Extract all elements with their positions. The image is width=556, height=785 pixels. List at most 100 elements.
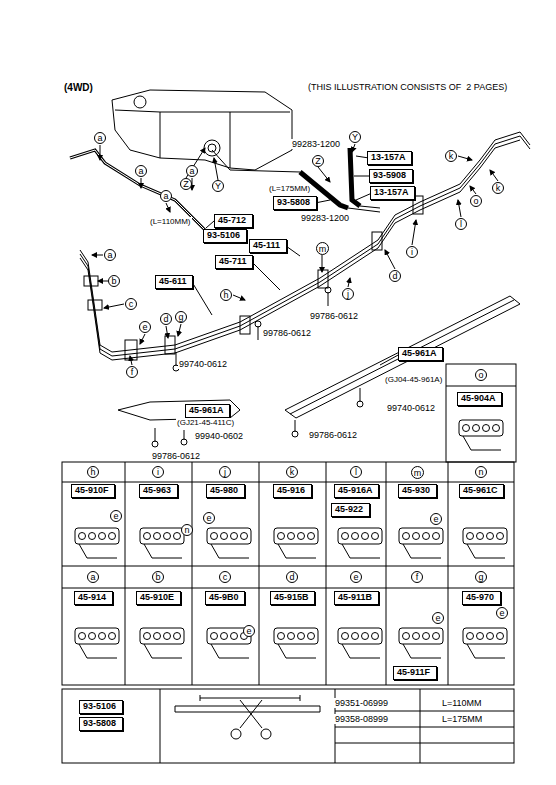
part-number-box: 93-5808 (79, 717, 123, 731)
part-number-box: 45-611 (155, 275, 193, 289)
part-number: 45-961A (189, 405, 224, 415)
part-number: 45-961A (402, 348, 437, 358)
callout-letter: f (411, 571, 423, 583)
callout-letter-text: k (290, 467, 295, 477)
part-number: 13-157A (371, 152, 406, 162)
callout-letter-text: g (178, 312, 183, 322)
callout-letter-text: a (163, 191, 168, 201)
part-number-box: 45-922 (331, 503, 370, 517)
part-number: 93-5808 (277, 197, 310, 207)
callout-letter: b (108, 275, 120, 287)
callout-letter-text: n (478, 467, 483, 477)
page-note: (THIS ILLUSTRATION CONSISTS OF 2 PAGES) (307, 82, 508, 92)
callout-letter: a (135, 165, 147, 177)
part-number: 45-914 (78, 592, 106, 602)
part-label: L=110MM (441, 698, 483, 708)
callout-letter-text: c (223, 572, 228, 582)
part-label: 99358-08999 (334, 714, 389, 724)
part-number-box: 45-980 (206, 484, 245, 498)
callout-letter: e (350, 571, 362, 583)
callout-letter-text: e (435, 613, 440, 623)
callout-letter: l (350, 466, 362, 478)
callout-letter-text: d (163, 314, 168, 324)
part-label: (GJ04-45-961A) (384, 375, 443, 385)
callout-letter-text: e (499, 608, 504, 618)
part-number-box: 45-915B (270, 591, 315, 605)
part-number: 45-916 (277, 485, 305, 495)
part-label: 99786-0612 (309, 311, 359, 321)
part-number-box: 45-961A (398, 347, 443, 361)
callout-letter-text: e (433, 514, 438, 524)
callout-letter: d (389, 270, 401, 282)
part-number: 45-930 (402, 485, 430, 495)
callout-letter: a (94, 132, 106, 144)
callout-letter-text: a (107, 250, 112, 260)
part-label: L=175MM (441, 714, 483, 724)
callout-letter: l (455, 218, 467, 230)
callout-letter-text: l (355, 467, 357, 477)
part-number: 13-157A (374, 187, 409, 197)
callout-letter-text: a (138, 166, 143, 176)
callout-letter-text: a (90, 572, 95, 582)
callout-letter-text: e (142, 322, 147, 332)
callout-letter: Y (349, 131, 361, 143)
part-number: 45-910F (75, 485, 109, 495)
callout-letter-text: j (347, 289, 349, 299)
part-number-box: 45-916A (334, 484, 379, 498)
part-number: 45-9B0 (209, 592, 239, 602)
part-number: 45-911F (397, 667, 430, 677)
part-label: 99283-1200 (291, 139, 341, 149)
callout-letter-text: i (157, 467, 159, 477)
callout-letter: c (125, 298, 137, 310)
callout-letter: g (475, 571, 487, 583)
part-label: 99740-0612 (386, 403, 436, 413)
part-number-box: 13-157A (370, 186, 415, 200)
callout-letter: Z (180, 178, 192, 190)
part-number: 45-711 (219, 256, 247, 266)
callout-letter: h (220, 289, 232, 301)
callout-letter-text: Y (352, 132, 358, 142)
callout-letter-text: e (353, 572, 358, 582)
part-number-box: 45-916 (273, 484, 312, 498)
part-number-box: 45-910E (136, 591, 181, 605)
callout-letter: c (219, 571, 231, 583)
part-label: 99283-1200 (300, 213, 350, 223)
part-number-box: 93-5106 (203, 229, 247, 243)
part-number-box: 45-961C (459, 484, 504, 498)
callout-letter: d (286, 571, 298, 583)
callout-letter: k (286, 466, 298, 478)
callout-letter-text: m (414, 468, 422, 478)
callout-letter-text: l (460, 219, 462, 229)
callout-letter-text: d (289, 572, 294, 582)
part-number-box: 45-930 (398, 484, 437, 498)
callout-letter: a (104, 249, 116, 261)
part-number-box: 93-5808 (273, 196, 317, 210)
callout-letter: e (139, 321, 151, 333)
callout-letter: g (175, 311, 187, 323)
part-label: (L=110MM) (149, 217, 192, 227)
part-number-box: 45-910F (71, 484, 115, 498)
callout-letter: j (219, 466, 231, 478)
part-number-box: 45-961A (185, 404, 230, 418)
callout-letter: d (160, 313, 172, 325)
callout-letter-text: h (90, 467, 95, 477)
callout-letter: e (496, 607, 508, 619)
callout-letter-text: d (392, 271, 397, 281)
callout-letter: b (152, 571, 164, 583)
part-label: (L=175MM) (268, 184, 311, 194)
part-number-box: 45-712 (214, 214, 253, 228)
callout-letter: Y (212, 180, 224, 192)
callout-letter: i (406, 246, 418, 258)
part-number: 45-712 (218, 215, 246, 225)
part-number-box: 45-914 (74, 591, 113, 605)
callout-letter: m (411, 466, 424, 479)
callout-letter: m (316, 242, 329, 255)
callout-letter-text: f (131, 367, 134, 377)
part-number-box: 93-5908 (369, 169, 413, 183)
callout-letter-text: Z (183, 179, 189, 189)
callout-letter-text: a (189, 166, 194, 176)
part-number-box: 45-711 (215, 255, 253, 269)
part-number: 45-922 (335, 504, 363, 514)
callout-letter: o (475, 369, 487, 381)
callout-letter: e (430, 513, 442, 525)
